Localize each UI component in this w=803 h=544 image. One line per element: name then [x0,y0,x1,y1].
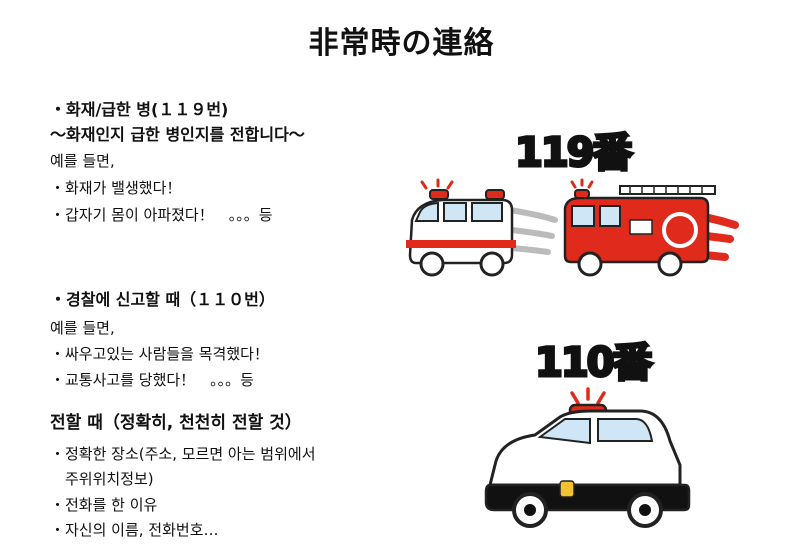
police-item-2: ・교통사고를 당했다！ 。。。등 [50,371,254,389]
police-number-label: 110番 [534,339,654,388]
call-heading: 전할 때（정확히, 천천히 전할 것） [50,413,302,433]
fire-item-1: ・화재가 밸생했다！ [50,179,182,197]
fire-heading: ・화재/급한 병(１１９번) [50,100,229,119]
page-title: 非常時の連絡 [308,26,495,61]
call-item-1: ・정확한 장소(주소, 모르면 아는 범위에서 [50,445,316,463]
fire-item-2: ・갑자기 몸이 아파졌다！ 。。。등 [50,206,273,224]
fire-engine-illustration [563,178,739,277]
police-car-illustration [484,387,691,528]
police-item-1: ・싸우고있는 사람들을 목격했다！ [50,345,269,363]
fire-example-label: 예를 들면, [50,152,115,170]
fire-number-label: 119番 [514,129,634,178]
call-item-4: ・자신의 이름, 전화번호… [50,521,219,539]
call-item-3: ・전화를 한 이유 [50,496,158,514]
fire-subheading: ～화재인지 급한 병인지를 전합니다～ [50,125,305,144]
police-heading: ・경찰에 신고할 때（１１０번） [50,290,275,309]
call-item-2: 주위위치정보) [50,470,154,488]
police-example-label: 예를 들면, [50,319,115,337]
ambulance-illustration [406,178,558,277]
